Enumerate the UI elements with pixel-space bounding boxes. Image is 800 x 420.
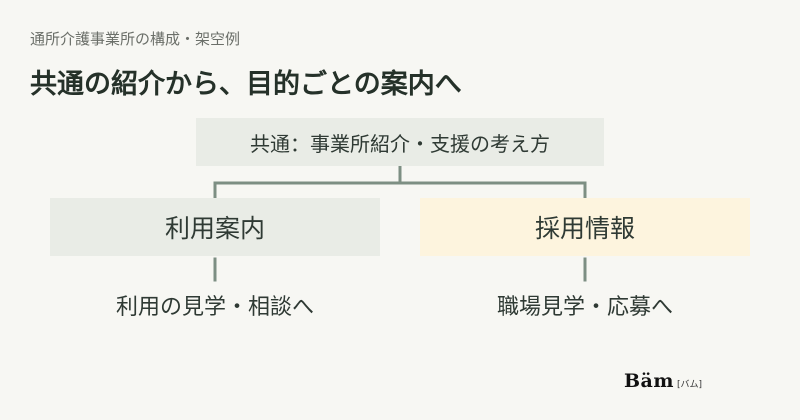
page-subtitle: 通所介護事業所の構成・架空例 [30,30,241,48]
logo-wordmark: Bäm [624,370,674,392]
root-node-label: 共通：事業所紹介・支援の考え方 [250,131,550,156]
branch-node-usage-guide: 利用案内 [50,198,380,256]
page-title: 共通の紹介から、目的ごとの案内へ [30,69,462,100]
branch-node-label: 採用情報 [534,214,635,243]
brand-logo: Bäm [バム] [624,370,702,392]
leaf-text-recruitment: 職場見学・応募へ [496,295,673,320]
logo-reading: [バム] [676,380,703,390]
root-node: 共通：事業所紹介・支援の考え方 [196,118,604,166]
branch-node-recruitment: 採用情報 [420,198,750,256]
branch-node-label: 利用案内 [164,214,265,243]
leaf-text-usage: 利用の見学・相談へ [115,295,314,320]
